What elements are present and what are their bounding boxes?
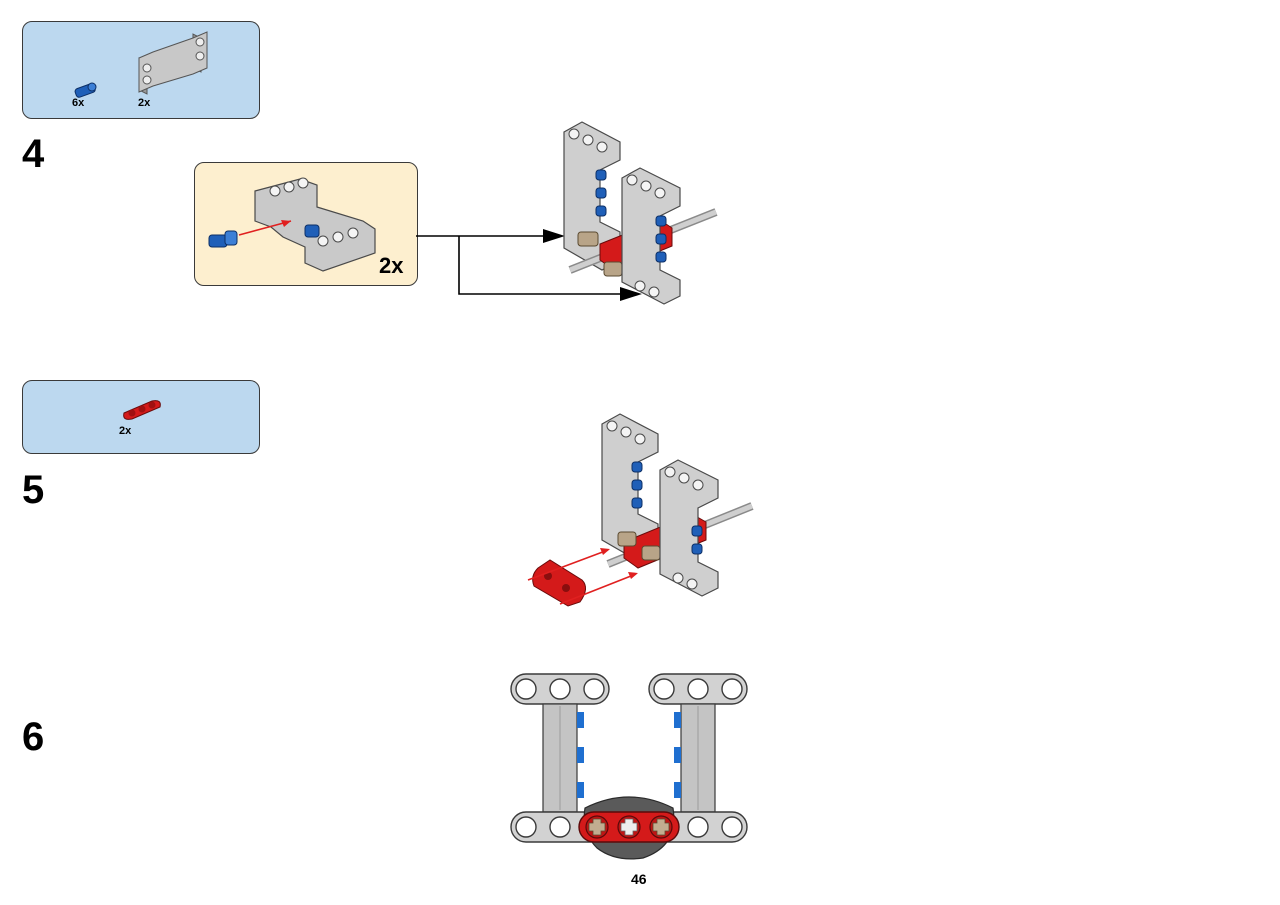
red-beam-icon (123, 400, 161, 420)
step4-model-illustration (563, 121, 718, 305)
part-qty: 6x (72, 97, 85, 109)
step-number: 4 (22, 132, 45, 176)
step4-parts-box: 6x 2x (22, 21, 260, 119)
step6-model-illustration (510, 673, 748, 860)
step4-subassembly-box: 2x (194, 162, 418, 286)
part-qty: 2x (119, 425, 132, 437)
step5-parts-box: 2x (22, 380, 260, 454)
blue-pin-icon (74, 82, 97, 98)
step-number: 6 (22, 715, 45, 759)
subassembly-qty: 2x (379, 253, 404, 278)
page-number: 46 (631, 871, 647, 887)
step5-model-illustration (527, 413, 754, 607)
step-number: 5 (22, 468, 45, 512)
part-qty: 2x (138, 97, 151, 109)
subassembly-illustration (208, 177, 376, 272)
h-frame-beam-icon (138, 31, 208, 95)
